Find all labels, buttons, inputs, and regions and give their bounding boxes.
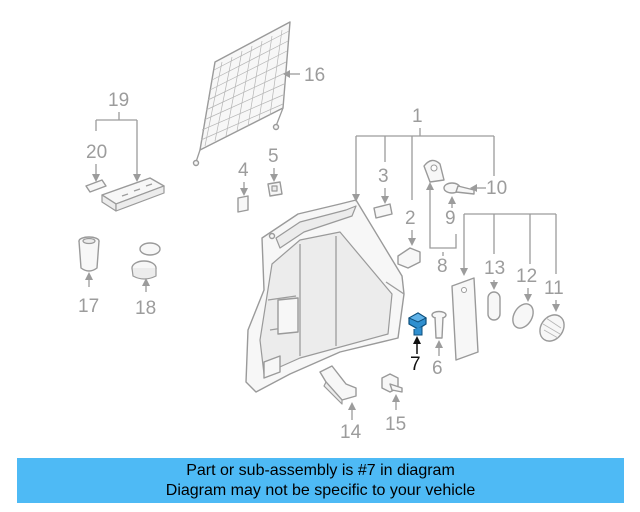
label-1: 1 [412,106,423,127]
info-banner: Part or sub-assembly is #7 in diagram Di… [17,458,624,503]
quarter-trim-panel-part-1[interactable] [245,199,405,393]
label-10: 10 [486,178,507,199]
bolt-part-15[interactable] [381,373,403,393]
plug-part-12[interactable] [509,300,538,332]
label-20: 20 [86,142,107,163]
label-5: 5 [268,146,279,167]
clip-part-4[interactable] [237,195,249,213]
label-3: 3 [378,166,389,187]
label-2: 2 [405,208,416,229]
label-17: 17 [78,296,99,317]
screw-part-9[interactable] [443,182,475,195]
banner-line-1: Part or sub-assembly is #7 in diagram [186,461,455,479]
label-13: 13 [484,258,505,279]
banner-line-2: Diagram may not be specific to your vehi… [165,481,476,499]
label-7: 7 [410,354,421,375]
clip-part-2[interactable] [397,247,421,269]
cap-part-18[interactable] [131,242,161,280]
label-16: 16 [304,65,325,86]
clip-part-8[interactable] [423,159,445,183]
clip-part-20[interactable] [85,179,107,193]
label-15: 15 [385,414,406,435]
clip-part-5[interactable] [267,181,283,197]
label-12: 12 [516,266,537,287]
label-9: 9 [445,208,456,229]
parts-diagram: 16 19 20 17 18 4 5 [78,21,569,443]
label-6: 6 [432,358,443,379]
grommet-part-17[interactable] [78,236,100,272]
label-11: 11 [544,278,564,299]
screw-part-6[interactable] [431,310,447,339]
label-14: 14 [340,422,362,443]
cover-part-11[interactable] [535,310,569,346]
plug-part-13[interactable] [487,291,501,321]
cover-panel-part-10[interactable] [451,277,479,361]
cargo-net-part-16[interactable] [192,21,301,167]
label-8: 8 [437,256,448,277]
label-19: 19 [108,90,129,111]
bracket-part-19[interactable] [101,177,165,212]
clip-part-3[interactable] [373,203,393,219]
clip-part-7-highlighted[interactable] [407,312,428,336]
label-18: 18 [135,298,156,319]
bracket-part-14[interactable] [319,365,357,405]
label-4: 4 [238,160,249,181]
